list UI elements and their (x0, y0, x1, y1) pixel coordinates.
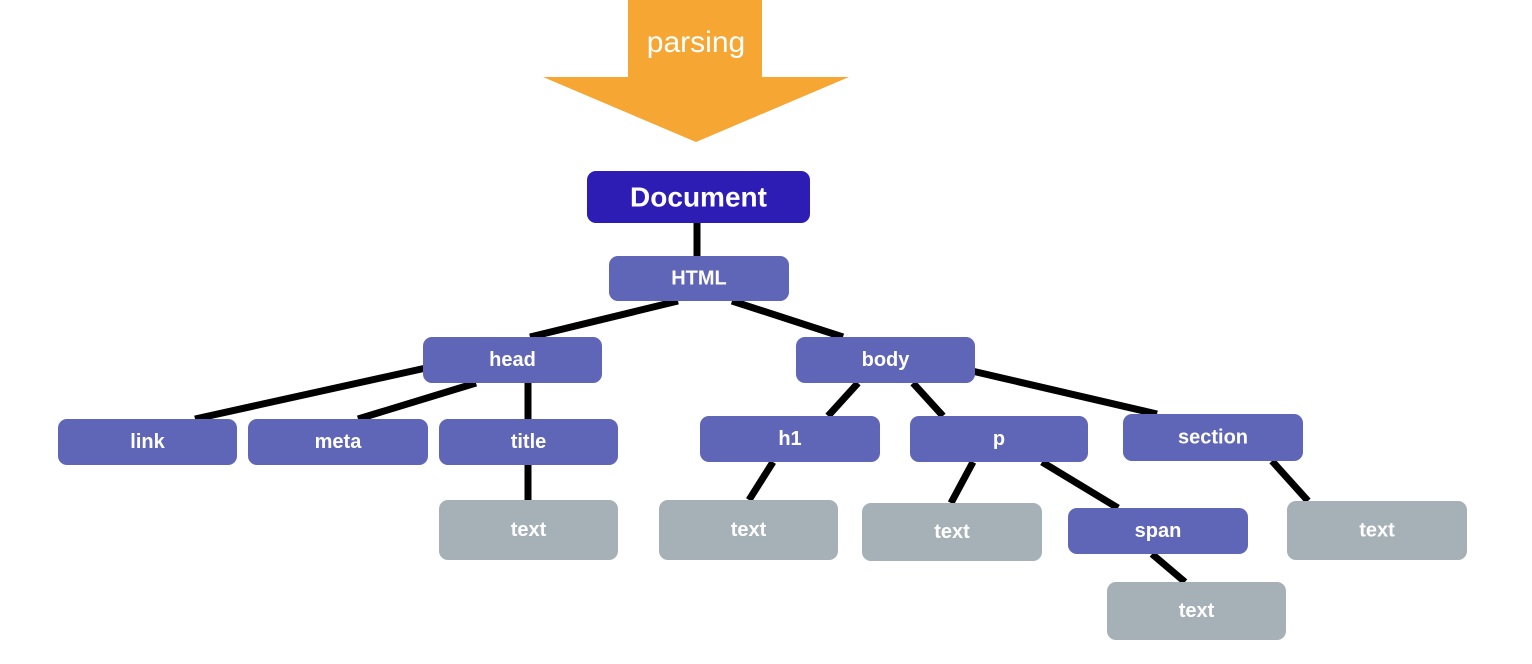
node-h1-text-box (659, 500, 838, 560)
node-h1: h1 (700, 416, 880, 462)
node-document-label: Document (630, 182, 767, 213)
node-html-label: HTML (671, 268, 727, 290)
node-head-box (423, 337, 602, 383)
node-meta-box (248, 419, 428, 465)
tree-edges (194, 223, 1311, 585)
edge-h1-to-h1-text (746, 460, 776, 502)
node-p-label: p (993, 428, 1005, 450)
node-section-text-box (1287, 501, 1467, 560)
node-section-text: text (1287, 501, 1467, 560)
node-span-text: text (1107, 582, 1286, 640)
edge-head-to-meta (356, 379, 478, 423)
node-link: link (58, 419, 237, 465)
node-span-text-label: text (1179, 600, 1215, 622)
node-body: body (796, 337, 975, 383)
node-head-label: head (489, 349, 536, 371)
edge-section-to-section-text (1269, 458, 1311, 504)
node-h1-label: h1 (778, 428, 801, 450)
node-title-text-box (439, 500, 618, 560)
node-h1-text: text (659, 500, 838, 560)
node-link-box (58, 419, 237, 465)
parsing-arrow: parsing (543, 0, 849, 142)
node-head: head (423, 337, 602, 383)
edge-html-to-body (730, 297, 845, 341)
node-span-label: span (1135, 520, 1182, 542)
node-section-label: section (1178, 427, 1248, 449)
node-h1-text-label: text (731, 519, 767, 541)
node-document: Document (587, 171, 810, 223)
node-document-box (587, 171, 810, 223)
node-section-text-label: text (1359, 520, 1395, 542)
node-p-text: text (862, 503, 1042, 561)
down-arrow-icon (543, 0, 849, 142)
edge-p-to-p-text (947, 460, 977, 505)
node-html: HTML (609, 256, 789, 301)
edge-span-to-span-text (1149, 551, 1188, 585)
node-p-text-label: text (934, 521, 970, 543)
node-p-box (910, 416, 1088, 462)
node-p-text-box (862, 503, 1042, 561)
node-title-text-label: text (511, 519, 547, 541)
node-meta-label: meta (315, 431, 363, 453)
edge-html-to-head (529, 297, 679, 341)
node-span: span (1068, 508, 1248, 554)
node-title-label: title (511, 431, 547, 453)
node-span-text-box (1107, 582, 1286, 640)
edge-head-to-link (194, 364, 427, 423)
node-title-text: text (439, 500, 618, 560)
node-span-box (1068, 508, 1248, 554)
edge-body-to-p (910, 380, 946, 419)
node-meta: meta (248, 419, 428, 465)
node-p: p (910, 416, 1088, 462)
node-html-box (609, 256, 789, 301)
node-section: section (1123, 414, 1303, 461)
node-body-label: body (862, 349, 911, 371)
edge-p-to-span (1040, 459, 1120, 511)
edge-body-to-h1 (825, 380, 861, 419)
node-h1-box (700, 416, 880, 462)
node-body-box (796, 337, 975, 383)
node-section-box (1123, 414, 1303, 461)
node-title: title (439, 419, 618, 465)
node-title-box (439, 419, 618, 465)
parsing-label: parsing (647, 26, 745, 59)
node-link-label: link (130, 431, 165, 453)
edge-body-to-section (971, 367, 1158, 418)
